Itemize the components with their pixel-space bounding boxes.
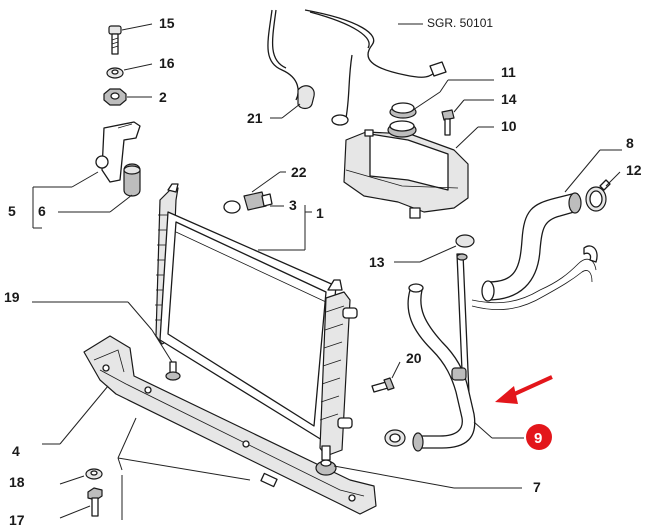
crossmember-4 [83, 335, 377, 515]
washer-18 [85, 468, 103, 480]
callout-8: 8 [626, 135, 634, 151]
bolt-20 [371, 377, 395, 393]
bolt-17 [87, 487, 103, 517]
radiator-1 [155, 183, 358, 457]
pin-19 [165, 361, 181, 381]
callout-21: 21 [247, 110, 263, 126]
overflow-hose [267, 9, 447, 126]
bolt-15 [108, 25, 122, 55]
highlight-arrow [495, 375, 553, 404]
sensor-22 [223, 191, 273, 214]
reference-label: SGR. 50101 [427, 16, 493, 30]
nut-2 [103, 88, 127, 106]
callout-2: 2 [159, 89, 167, 105]
callout-4: 4 [12, 443, 20, 459]
callout-12: 12 [626, 162, 642, 178]
callout-15: 15 [159, 15, 175, 31]
bracket-5 [95, 121, 141, 183]
callout-10: 10 [501, 118, 517, 134]
callout-19: 19 [4, 289, 20, 305]
callout-20: 20 [406, 350, 422, 366]
callout-18: 18 [9, 474, 25, 490]
callout-22: 22 [291, 164, 307, 180]
callout-13: 13 [369, 254, 385, 270]
callout-6: 6 [38, 203, 46, 219]
callout-14: 14 [501, 91, 517, 107]
callout-17: 17 [9, 512, 25, 528]
washer-16 [106, 67, 124, 79]
mount-7 [315, 445, 337, 476]
cap-21 [297, 85, 315, 110]
lower-hose-9 [384, 283, 476, 452]
mount-6 [123, 163, 141, 197]
callout-1: 1 [316, 205, 324, 221]
callout-16: 16 [159, 55, 175, 71]
screw-14 [441, 109, 455, 136]
callout-7: 7 [533, 479, 541, 495]
clamp-12 [585, 179, 611, 212]
callout-5: 5 [8, 203, 16, 219]
tank-cap-11 [389, 102, 417, 119]
highlight-badge: 9 [526, 424, 552, 450]
callout-3: 3 [289, 197, 297, 213]
callout-9: 9 [534, 430, 542, 447]
upper-hose-8 [471, 192, 598, 311]
callout-11: 11 [501, 64, 516, 80]
expansion-tank-10 [343, 120, 469, 219]
